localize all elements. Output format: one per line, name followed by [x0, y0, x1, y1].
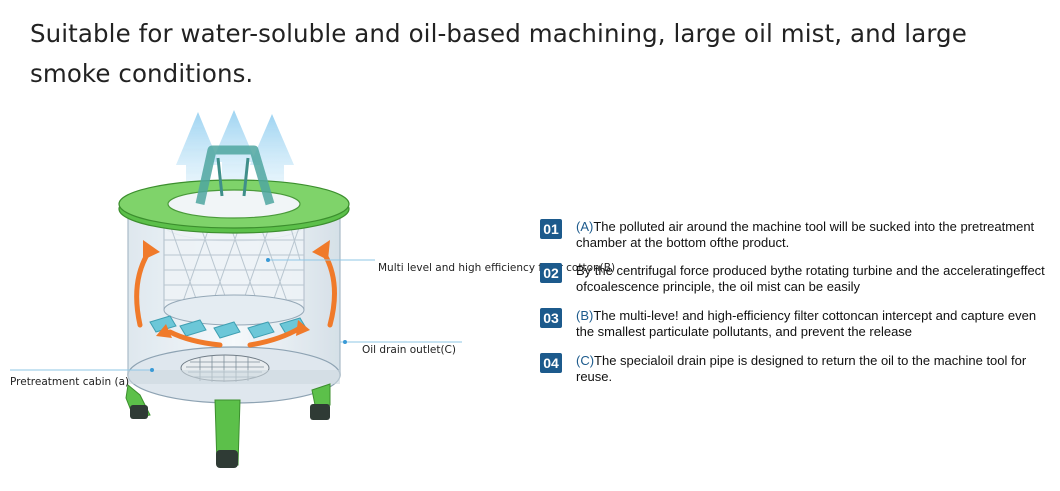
step-lead: (A)	[576, 219, 594, 234]
step-body: By the centrifugal force produced bythe …	[576, 263, 1045, 294]
step-number-badge: 03	[540, 308, 562, 328]
step-text: By the centrifugal force produced bythe …	[576, 263, 1051, 294]
headline: Suitable for water-soluble and oil-based…	[30, 19, 967, 88]
step-02: 02 By the centrifugal force produced byt…	[540, 263, 1051, 294]
drain-callout: Oil drain outlet(C)	[362, 344, 456, 356]
step-text: (B)The multi-leve! and high-efficiency f…	[576, 308, 1051, 339]
step-number-badge: 04	[540, 353, 562, 373]
step-number-badge: 02	[540, 263, 562, 283]
pretreatment-callout: Pretreatment cabin (a)	[10, 376, 130, 388]
step-text: (A)The polluted air around the machine t…	[576, 219, 1051, 250]
step-body: The multi-leve! and high-efficiency filt…	[576, 308, 1037, 339]
mist-collector-illustration	[10, 110, 462, 468]
step-body: The specialoil drain pipe is designed to…	[576, 353, 1027, 384]
step-number-badge: 01	[540, 219, 562, 239]
step-01: 01 (A)The polluted air around the machin…	[540, 219, 1051, 250]
product-diagram: Multi level and high efficiency filter c…	[0, 100, 615, 491]
casters	[125, 383, 331, 468]
step-04: 04 (C)The specialoil drain pipe is desig…	[540, 353, 1051, 384]
step-body: The polluted air around the machine tool…	[576, 219, 1035, 250]
step-lead: (B)	[576, 308, 594, 323]
step-03: 03 (B)The multi-leve! and high-efficienc…	[540, 308, 1051, 339]
step-text: (C)The specialoil drain pipe is designed…	[576, 353, 1051, 384]
step-lead: (C)	[576, 353, 595, 368]
